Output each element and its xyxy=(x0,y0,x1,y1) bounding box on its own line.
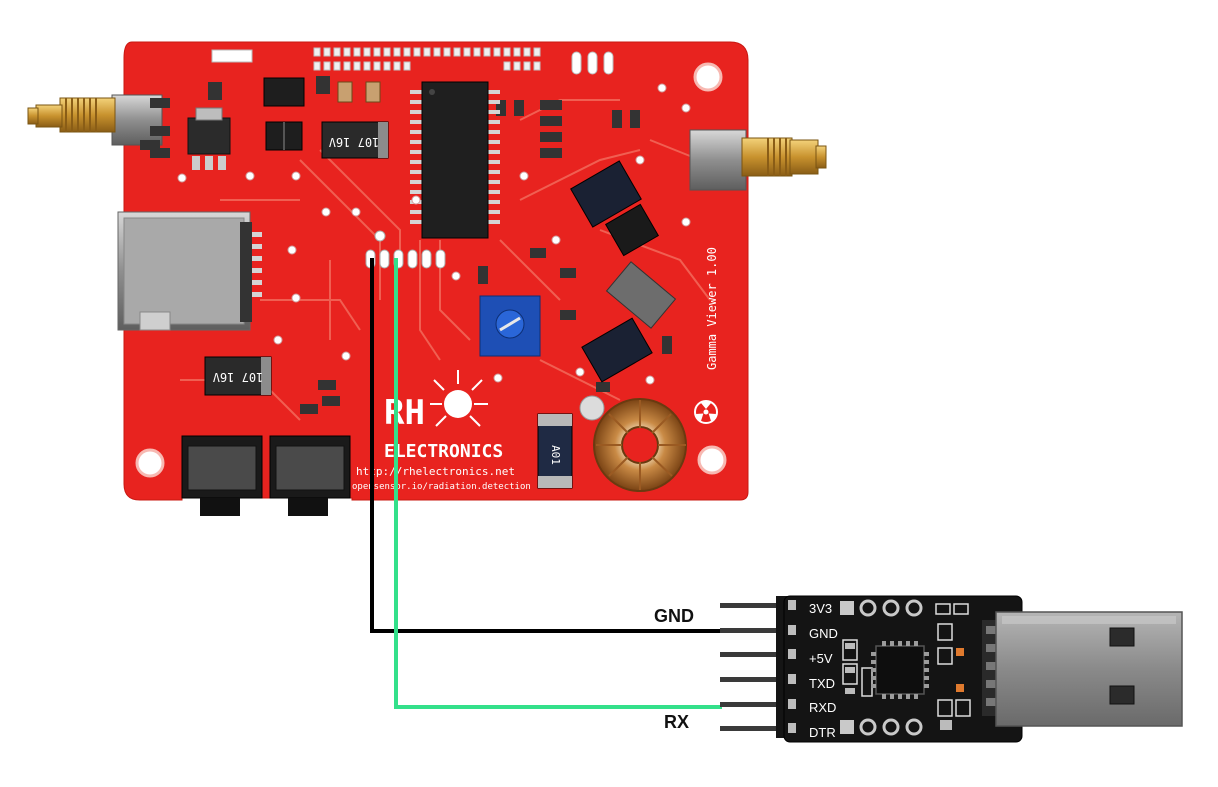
smd-power-parts xyxy=(570,160,677,383)
tactile-button-right xyxy=(269,435,351,516)
sd-card-slot xyxy=(117,211,262,331)
jumper-header xyxy=(263,77,305,151)
svg-text:opensensor.io/radiation.detect: opensensor.io/radiation.detection xyxy=(352,482,531,492)
usb-a-plug xyxy=(982,611,1183,727)
ceramic-capacitor xyxy=(579,395,605,421)
pin-label-rxd: RXD xyxy=(809,700,836,715)
sma-connector-left xyxy=(27,94,163,146)
smd-capacitor-bottom: 107 16V xyxy=(204,356,272,396)
svg-text:RH: RH xyxy=(384,393,425,433)
smd-diode: A01 xyxy=(537,413,573,489)
product-name: Gamma Viewer 1.00 xyxy=(705,247,719,370)
pin-label-5v: +5V xyxy=(809,651,833,666)
trimmer-potentiometer xyxy=(479,295,541,357)
tactile-button-left xyxy=(181,435,263,516)
toroidal-inductor xyxy=(593,398,687,492)
voltage-regulator xyxy=(187,107,231,170)
smd-capacitor-top: 107 16V xyxy=(321,121,389,159)
detector-board: 107 16V 107 16V xyxy=(27,41,827,516)
gnd-wire-label: GND xyxy=(654,606,694,626)
wires xyxy=(370,258,722,709)
svg-text:A01: A01 xyxy=(549,445,562,465)
pin-label-3v3: 3V3 xyxy=(809,601,832,616)
usb-uart-chip xyxy=(871,641,929,699)
adapter-pads xyxy=(788,599,923,736)
serial-header-pads xyxy=(365,230,446,269)
main-ic xyxy=(410,81,500,239)
pin-label-gnd: GND xyxy=(809,626,838,641)
svg-text:107 16V: 107 16V xyxy=(213,370,264,384)
mounting-holes xyxy=(135,62,727,478)
adapter-smd-parts xyxy=(842,603,971,730)
radiation-icon xyxy=(694,400,718,424)
gnd-wire xyxy=(370,258,722,633)
svg-text:107 16V: 107 16V xyxy=(329,135,380,149)
vias xyxy=(177,83,691,385)
adapter-pin-labels: 3V3 GND +5V TXD RXD DTR xyxy=(809,601,838,740)
usb-ttl-adapter: 3V3 GND +5V TXD RXD DTR xyxy=(720,595,1183,743)
svg-text:ELECTRONICS: ELECTRONICS xyxy=(384,441,503,462)
svg-text:http://rhelectronics.net: http://rhelectronics.net xyxy=(356,465,515,478)
small-smd-parts xyxy=(140,76,672,414)
pin-label-txd: TXD xyxy=(809,676,835,691)
adapter-header-pins xyxy=(720,596,790,738)
rh-electronics-logo: RH ELECTRONICS http://rhelectronics.net … xyxy=(352,370,531,492)
rx-wire xyxy=(394,258,722,709)
pin-label-dtr: DTR xyxy=(809,725,836,740)
top-header-pads xyxy=(211,45,614,75)
sma-connector-right xyxy=(689,129,827,191)
rx-wire-label: RX xyxy=(664,712,689,732)
